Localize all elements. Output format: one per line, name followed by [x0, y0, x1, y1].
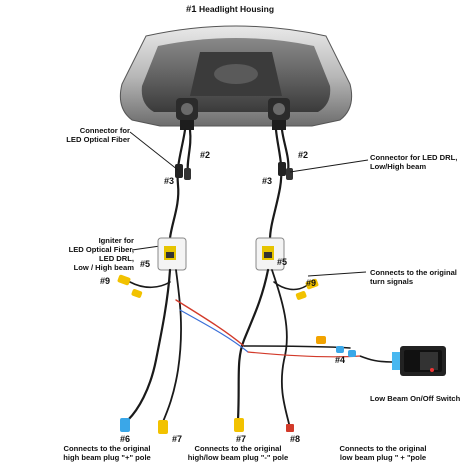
igniter-label: Igniter for LED Optical Fiber, LED DRL, … — [30, 236, 134, 272]
igniter-left — [157, 237, 187, 271]
diagram-title: #1 Headlight Housing — [186, 4, 274, 15]
bottom-label-high-beam: Connects to the original high beam plug … — [42, 444, 172, 462]
callout-6: #6 — [120, 434, 131, 444]
headlight-housing — [119, 25, 353, 130]
turn-signal-connectors — [117, 274, 319, 300]
drl-connector-line1: Connector for LED DRL, — [370, 153, 458, 162]
bottom-label-ground-line1: Connects to the original — [194, 444, 282, 453]
bottom-connectors — [120, 418, 294, 434]
igniter-right — [255, 237, 285, 271]
bottom-label-low-beam-line2: low beam plug " + "pole — [339, 453, 427, 462]
callout-4: #4 — [335, 355, 346, 365]
callout-2-left: #2 — [200, 150, 211, 160]
callout-5-right: #5 — [277, 257, 288, 267]
callout-3-right: #3 — [262, 176, 273, 186]
switch-wire-connectors — [316, 336, 356, 357]
turn-signal-label: Connects to the original turn signals — [370, 268, 457, 286]
optical-fiber-connector-line2: LED Optical Fiber — [66, 135, 130, 144]
optical-fiber-connector-line1: Connector for — [79, 126, 130, 135]
bottom-label-high-beam-line2: high beam plug "+" pole — [63, 453, 151, 462]
bottom-label-high-beam-line1: Connects to the original — [63, 444, 151, 453]
callout-2-right: #2 — [298, 150, 309, 160]
bottom-label-low-beam: Connects to the original low beam plug "… — [318, 444, 448, 462]
callout-9-left: #9 — [100, 276, 111, 286]
igniter-line1: Igniter for — [98, 236, 134, 245]
bottom-label-low-beam-line1: Connects to the original — [339, 444, 427, 453]
title-number: #1 — [186, 4, 197, 15]
optical-fiber-connector-label: Connector for LED Optical Fiber — [34, 126, 130, 144]
upper-connectors — [175, 162, 293, 180]
igniter-line2: LED Optical Fiber, — [68, 245, 134, 254]
callout-5-left: #5 — [140, 259, 151, 269]
callout-7-left: #7 — [172, 434, 183, 444]
callout-7-right: #7 — [236, 434, 247, 444]
turn-signal-line2: turn signals — [370, 277, 414, 286]
callout-9-right: #9 — [306, 278, 317, 288]
lower-wiring — [126, 268, 361, 429]
callout-8: #8 — [290, 434, 301, 444]
bottom-label-ground: Connects to the original high/low beam p… — [168, 444, 308, 462]
switch-label: Low Beam On/Off Switch — [370, 394, 461, 403]
turn-signal-line1: Connects to the original — [370, 268, 457, 277]
low-beam-switch — [359, 346, 446, 376]
igniter-line4: Low / High beam — [73, 263, 134, 272]
callout-3-left: #3 — [164, 176, 175, 186]
drl-connector-line2: Low/High beam — [370, 162, 427, 171]
leader-lines — [129, 131, 369, 277]
drl-connector-label: Connector for LED DRL, Low/High beam — [370, 153, 457, 171]
title-text: Headlight Housing — [198, 4, 275, 14]
bottom-label-ground-line2: high/low beam plug "-" pole — [187, 453, 289, 462]
igniter-line3: LED DRL, — [98, 254, 134, 263]
